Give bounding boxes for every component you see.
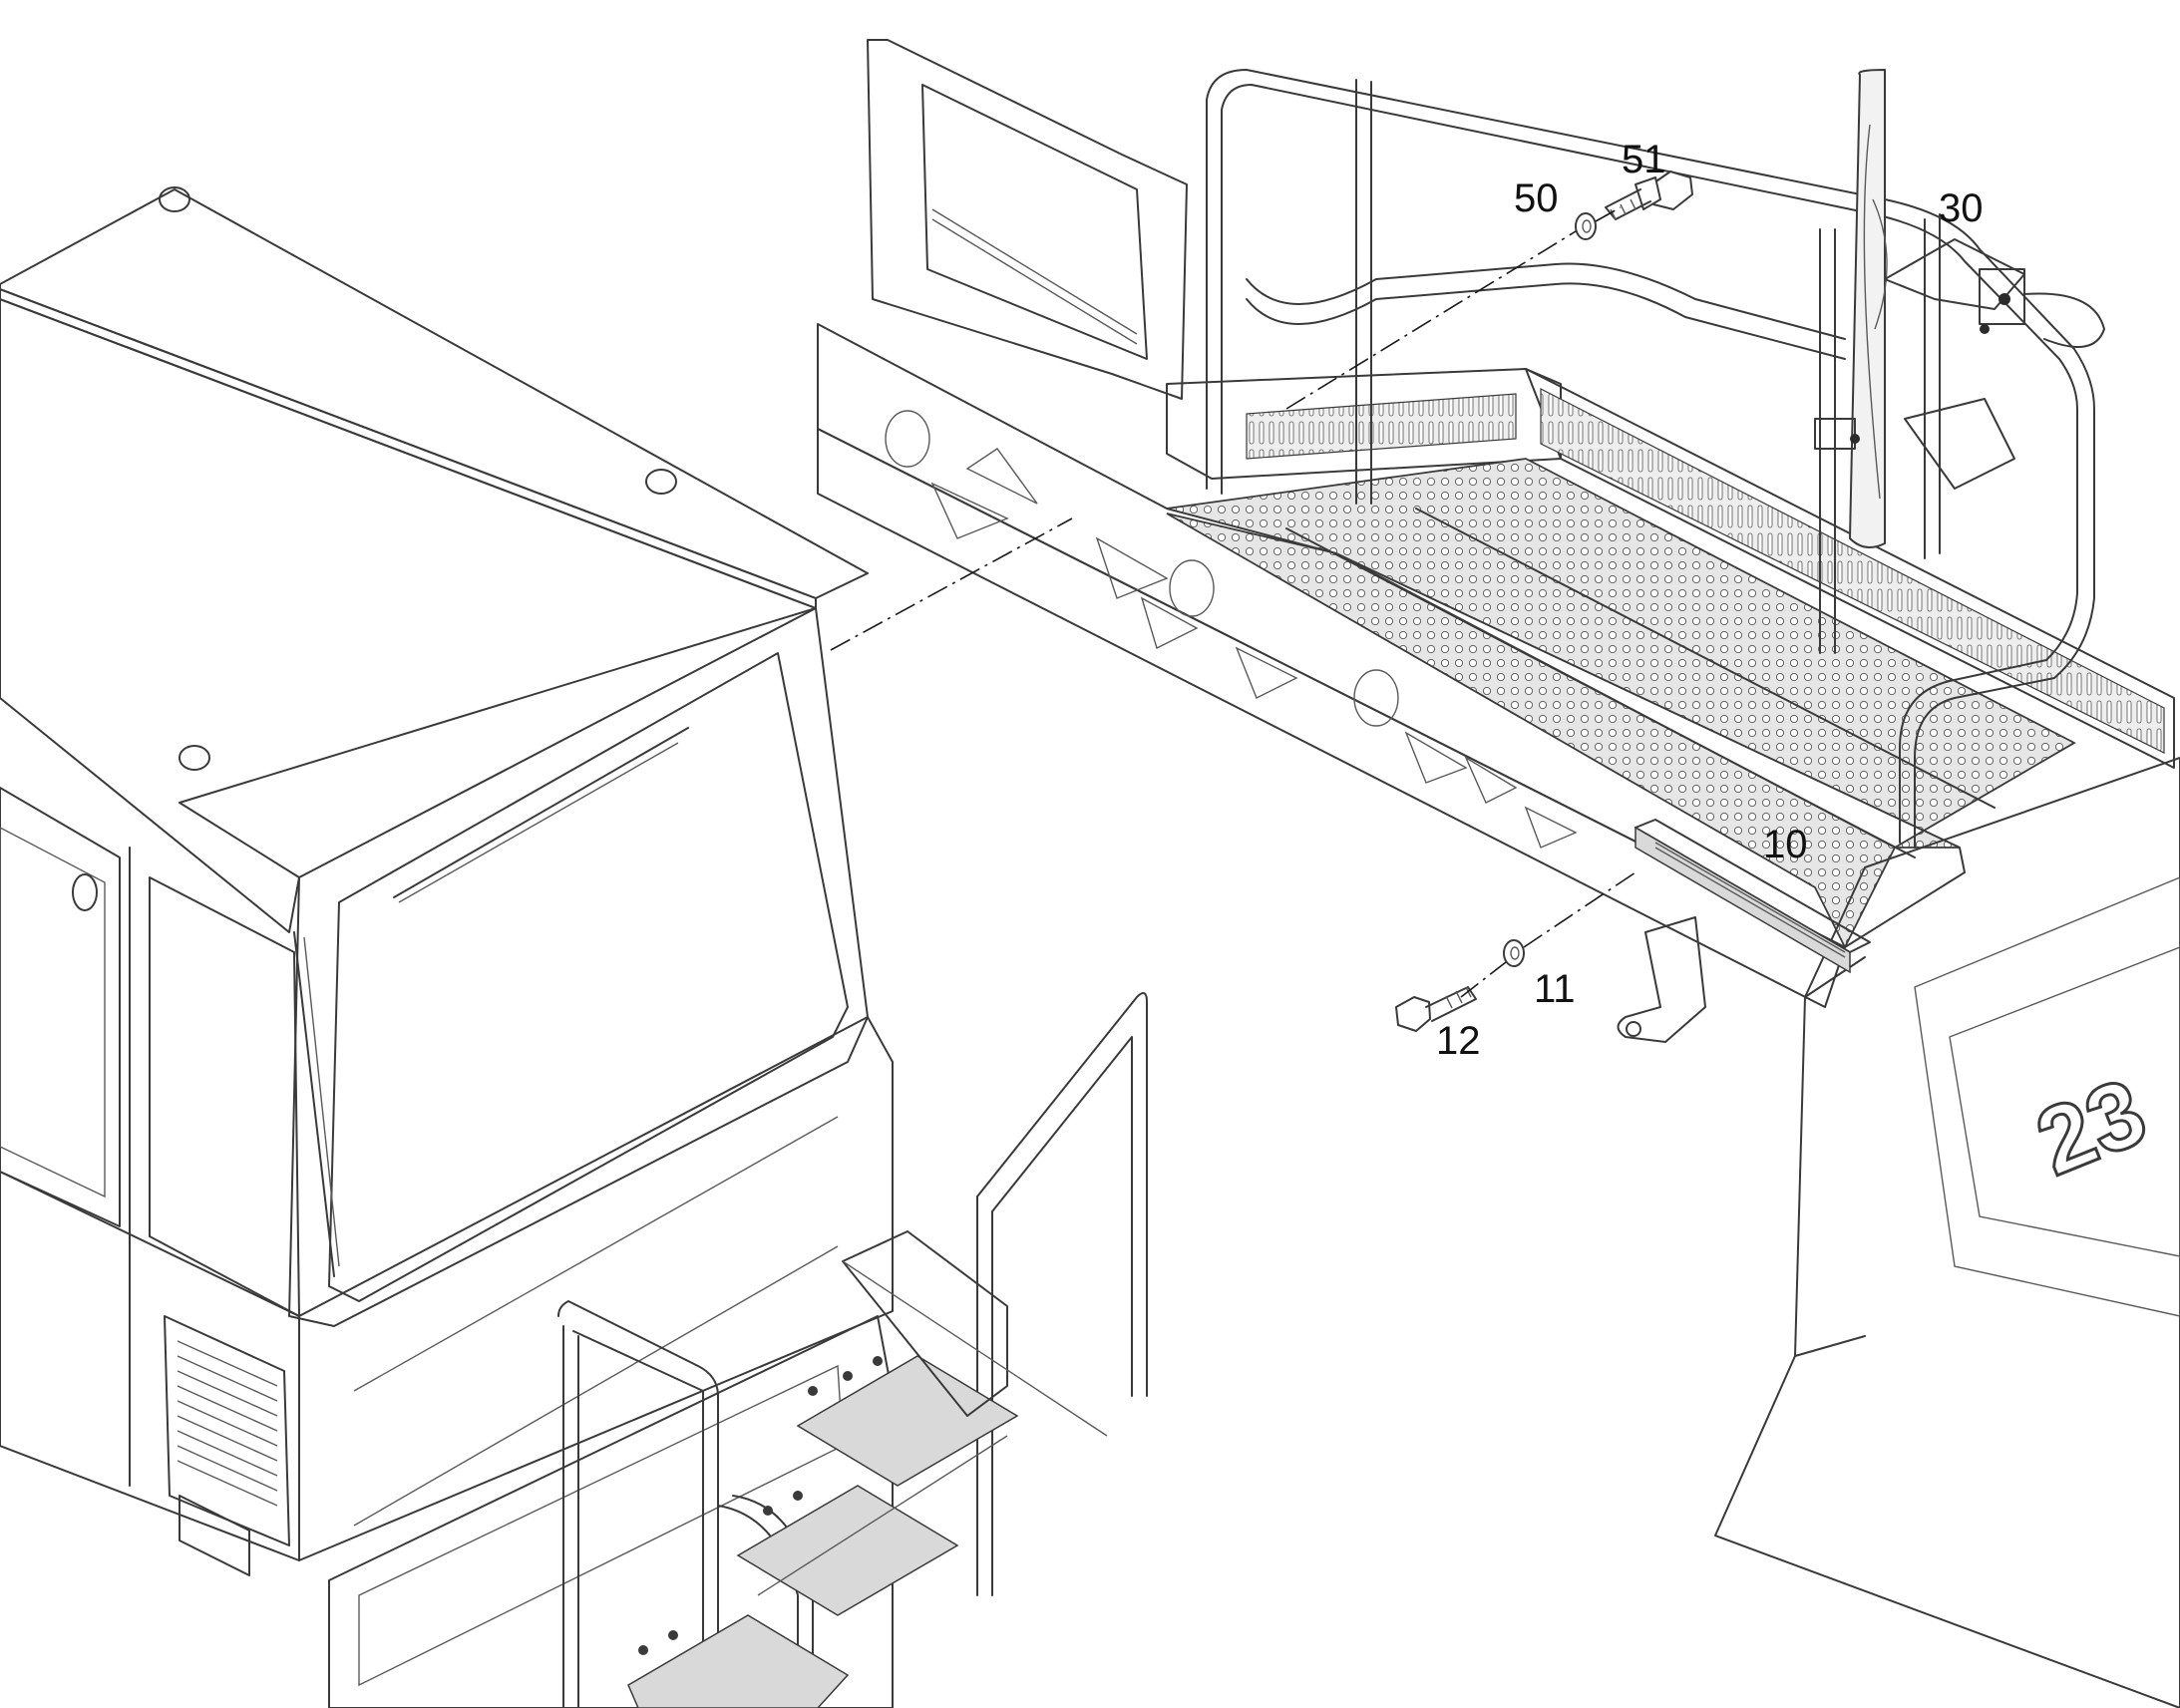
mirror-assembly — [1814, 69, 2105, 559]
callout-10: 10 — [1763, 823, 1808, 866]
callout-11: 11 — [1534, 967, 1576, 1011]
callout-50: 50 — [1514, 176, 1559, 220]
callout-30: 30 — [1939, 186, 1984, 230]
louver-vent — [164, 1315, 290, 1546]
callout-12: 12 — [1436, 1019, 1481, 1063]
operator-platform: 23 — [817, 39, 2180, 1708]
access-stairs — [557, 992, 1148, 1708]
step-part-10 — [1635, 819, 1871, 974]
callouts: 51 50 30 10 11 12 — [1436, 138, 1984, 1063]
bolt-part-51 — [1605, 171, 1693, 220]
operator-cab — [0, 186, 894, 1708]
washer-part-11 — [1503, 939, 1525, 967]
washer-part-50 — [1575, 212, 1597, 240]
assembly-lines — [830, 206, 1636, 998]
bolt-part-12 — [1395, 986, 1477, 1032]
callout-51: 51 — [1622, 138, 1666, 181]
roof-lifting-eye — [159, 186, 677, 771]
model-badge: 23 — [2022, 1059, 2160, 1196]
